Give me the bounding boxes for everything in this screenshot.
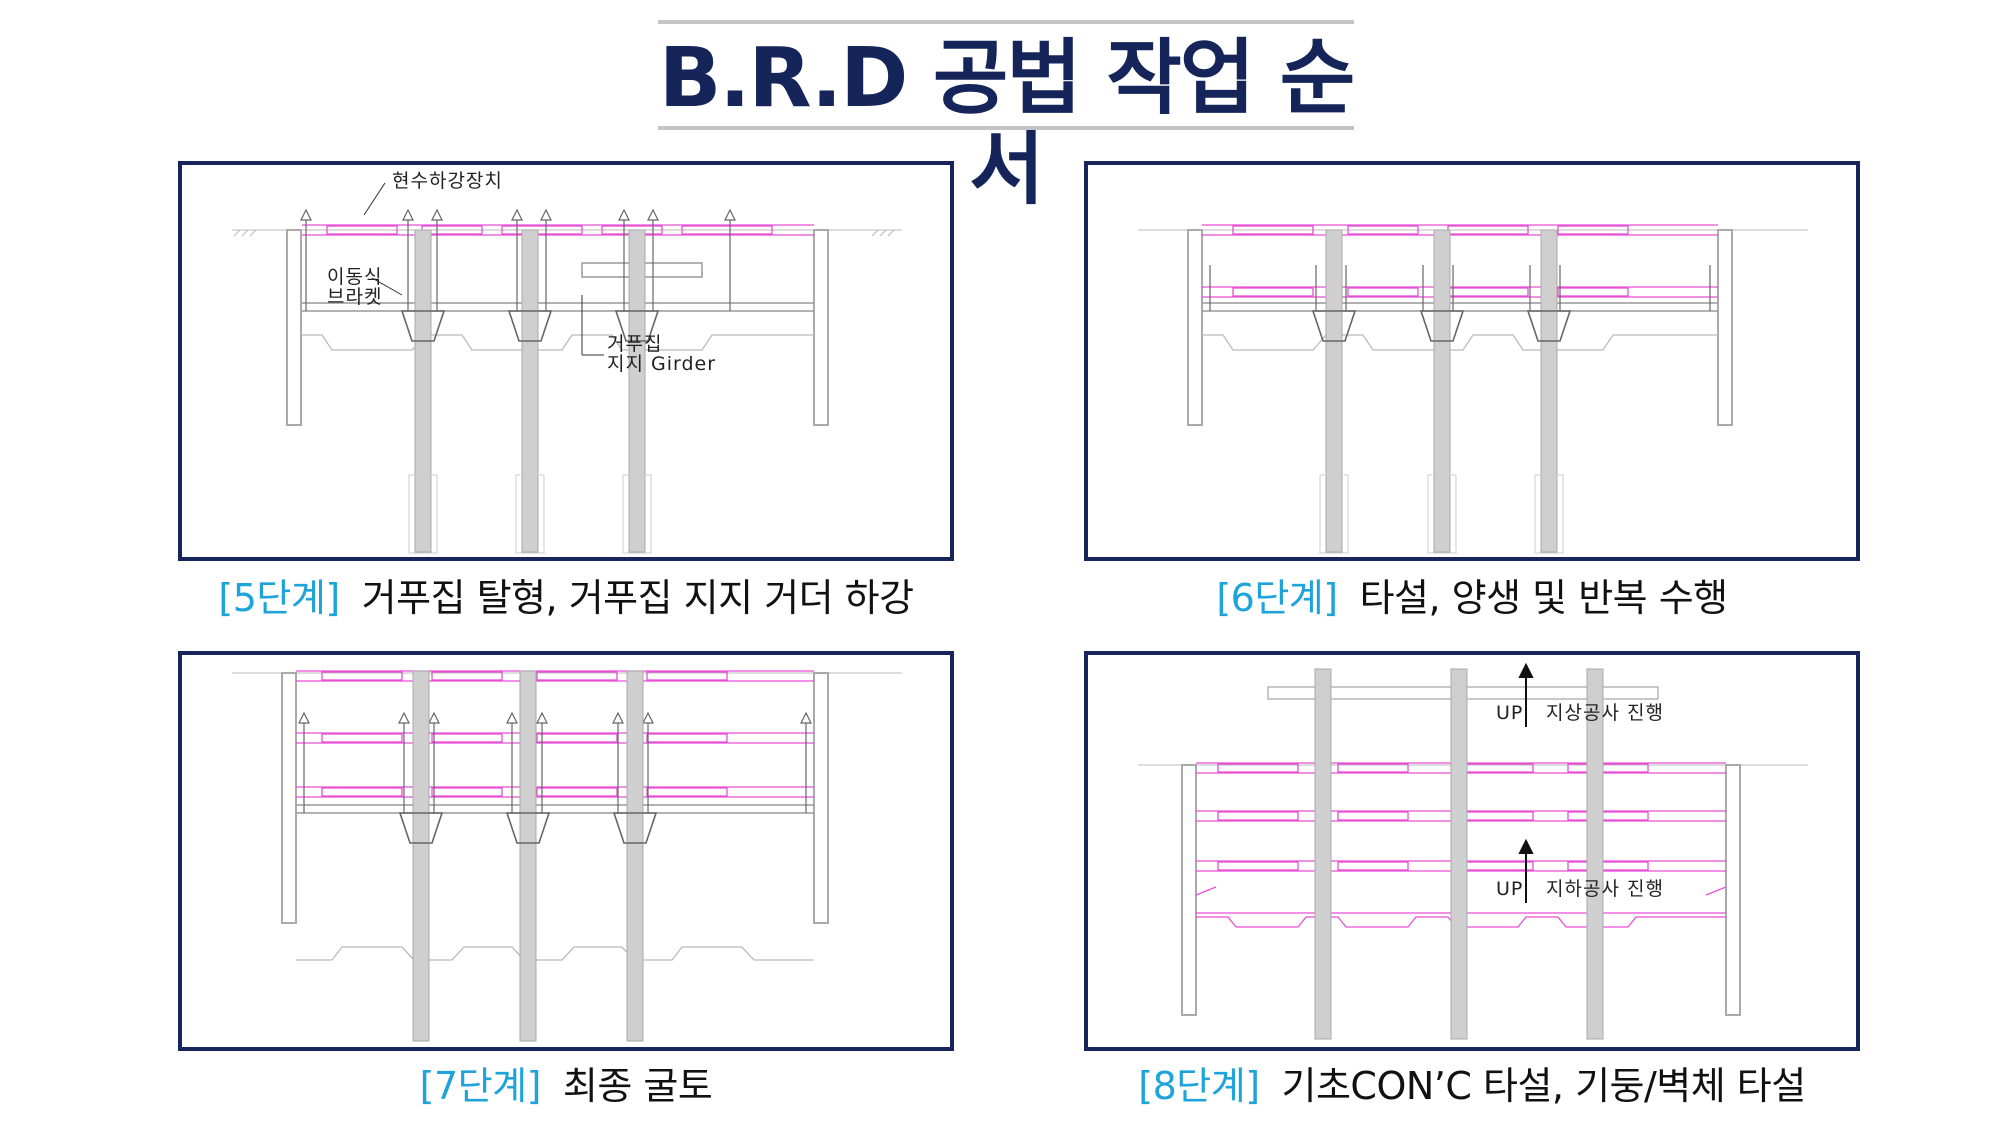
annotation-up-lower: UP (1496, 878, 1523, 900)
step-label-7: [7단계] (419, 1064, 542, 1108)
diagram-step-7 (232, 670, 902, 1042)
slab-level-3 (296, 786, 814, 798)
annotation-movable: 이동식 (327, 266, 382, 288)
columns (1314, 668, 1604, 1040)
annotation-hanger-device: 현수하강장치 (392, 170, 503, 192)
step-description-8: 기초CON’C 타설, 기둥/벽체 타설 (1281, 1064, 1807, 1108)
caption-step-6: [6단계] 타설, 양생 및 반복 수행 (1084, 575, 1860, 621)
step-label-8: [8단계] (1138, 1064, 1260, 1108)
excavation-line (296, 946, 814, 961)
slab-level-1 (296, 670, 814, 682)
annotation-above-ground-work: 지상공사 진행 (1546, 702, 1664, 724)
retaining-wall-right (813, 672, 829, 924)
leader-lines (363, 182, 604, 356)
excavation-line (1202, 334, 1718, 351)
piles (1325, 229, 1558, 553)
caption-step-7: [7단계] 최종 굴토 (178, 1063, 954, 1109)
slab-level-2 (296, 732, 814, 744)
annotation-support-girder: 지지 Girder (607, 353, 716, 375)
hanger-rods (298, 711, 812, 813)
form-support-girder (1202, 302, 1718, 312)
panel-step-5: 현수하강장치 이동식 브라켓 거푸집 지지 Girder (178, 161, 954, 561)
page-title: B.R.D 공법 작업 순서 (658, 31, 1355, 216)
step-description-6: 타설, 양생 및 반복 수행 (1359, 576, 1729, 620)
panel-step-8: UP 지상공사 진행 UP 지하공사 진행 (1084, 651, 1860, 1051)
movable-brackets (398, 812, 658, 844)
hanger-rods (300, 208, 736, 311)
caption-step-5: [5단계] 거푸집 탈형, 거푸집 지지 거더 하강 (178, 575, 954, 621)
step-label-5: [5단계] (218, 576, 340, 620)
retaining-wall-left (1187, 229, 1203, 426)
title-block: B.R.D 공법 작업 순서 (658, 20, 1355, 214)
piles (414, 229, 646, 553)
diagram-step-6 (1138, 224, 1808, 554)
annotation-formwork: 거푸집 (607, 333, 662, 355)
caption-step-8: [8단계] 기초CON’C 타설, 기둥/벽체 타설 (1084, 1063, 1860, 1109)
movable-brackets (400, 310, 660, 342)
retaining-wall-right (813, 229, 829, 426)
diagram-step-8: UP 지상공사 진행 UP 지하공사 진행 (1138, 662, 1808, 1040)
slab-level-2 (1202, 286, 1718, 298)
step-description-5: 거푸집 탈형, 거푸집 지지 거더 하강 (361, 576, 914, 620)
hanger-rods (1209, 265, 1711, 311)
annotation-up-upper: UP (1496, 702, 1523, 724)
retaining-wall-right (1725, 764, 1741, 1016)
retaining-wall-left (286, 229, 302, 426)
pile-casings (1319, 474, 1564, 554)
movable-brackets (1311, 310, 1572, 342)
annotation-bracket: 브라켓 (327, 286, 382, 308)
excavation-line (301, 334, 814, 351)
retaining-wall-left (281, 672, 297, 924)
annotation-below-ground-work: 지하공사 진행 (1546, 878, 1664, 900)
retaining-wall-left (1181, 764, 1197, 1016)
diagram-step-5: 현수하강장치 이동식 브라켓 거푸집 지지 Girder (232, 170, 902, 554)
retaining-wall-right (1717, 229, 1733, 426)
panel-step-7 (178, 651, 954, 1051)
form-support-girder (296, 804, 814, 814)
title-bottom-rule (658, 126, 1354, 130)
pile-casings (408, 474, 652, 554)
piles (412, 670, 644, 1042)
title-top-rule (658, 20, 1354, 24)
slab-level-1 (1202, 224, 1718, 236)
panel-step-6 (1084, 161, 1860, 561)
ground-hatch (232, 229, 902, 237)
step-label-6: [6단계] (1216, 576, 1338, 620)
up-arrows (1518, 662, 1534, 903)
step-description-7: 최종 굴토 (562, 1064, 713, 1108)
